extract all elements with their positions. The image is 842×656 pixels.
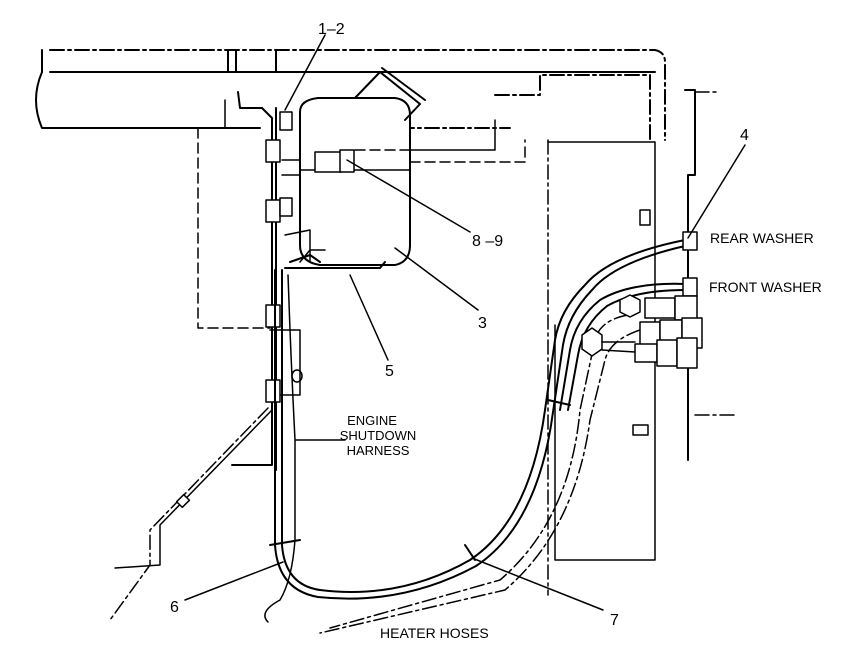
engine-harness-label-line-2: SHUTDOWN — [340, 428, 417, 443]
callout-4: 4 — [740, 127, 749, 144]
hose-clamps — [269, 399, 571, 561]
engine-harness-label-line-3: HARNESS — [347, 443, 410, 458]
mount-outline — [197, 99, 303, 396]
hose-fittings — [581, 231, 703, 369]
front-washer-label: FRONT WASHER — [709, 279, 822, 295]
callout-5: 5 — [385, 363, 394, 380]
leader-lines — [184, 34, 746, 611]
callout-7: 7 — [610, 612, 619, 629]
callout-8-9: 8 –9 — [472, 233, 503, 250]
right-panel — [547, 89, 736, 596]
engine-harness-label-line-1: ENGINE — [347, 413, 397, 428]
reservoir-tray — [284, 249, 386, 269]
callout-1-2: 1–2 — [318, 21, 345, 38]
rear-washer-label: REAR WASHER — [710, 230, 814, 246]
engine-shutdown-harness — [264, 274, 346, 623]
mounting-bracket — [231, 91, 293, 471]
washer-reservoir — [281, 67, 526, 266]
callout-6: 6 — [170, 599, 179, 616]
heater-hoses-label: HEATER HOSES — [380, 625, 489, 641]
lower-left-bracket — [109, 407, 273, 621]
callout-3: 3 — [478, 315, 487, 332]
